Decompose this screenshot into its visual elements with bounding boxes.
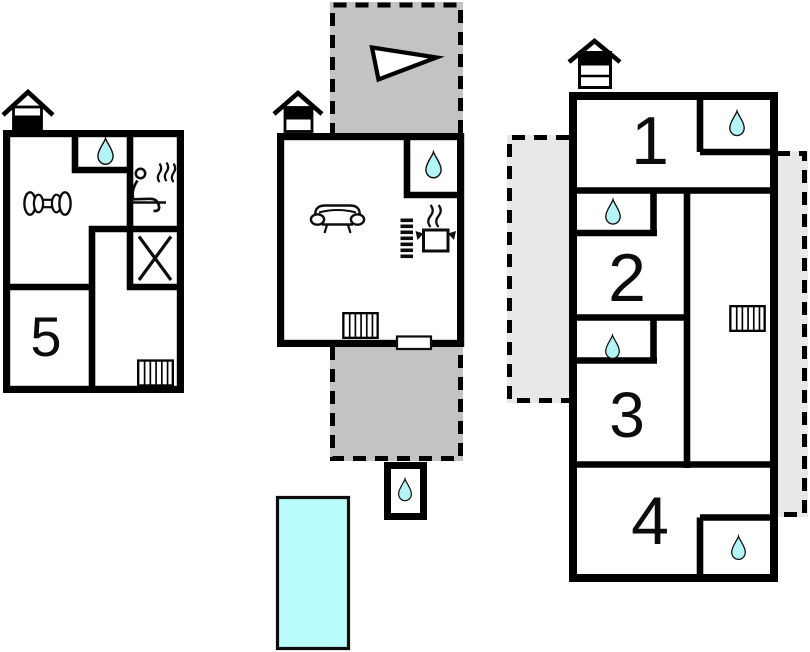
sofa-icon xyxy=(309,204,366,234)
right-building-walls xyxy=(573,96,774,578)
stove-icon xyxy=(415,204,456,253)
north-arrow-icon xyxy=(369,44,445,83)
right-terrace-left xyxy=(507,135,569,403)
cross-icon xyxy=(137,235,173,281)
left-building: 5 xyxy=(2,130,185,394)
left-building-walls xyxy=(7,134,180,389)
room1-label: 1 xyxy=(631,103,669,179)
right-terrace-right xyxy=(777,151,808,517)
room4-label: 4 xyxy=(631,483,669,559)
dumbbell-icon xyxy=(23,191,72,216)
radiator-icon xyxy=(729,305,766,332)
middle-house-level-icon xyxy=(272,89,324,133)
room5-label: 5 xyxy=(30,305,61,368)
pool xyxy=(275,495,351,651)
right-house-level-icon xyxy=(567,38,622,89)
radiator-icon xyxy=(342,312,379,339)
outbuilding-bathroom xyxy=(384,462,427,520)
middle-building xyxy=(277,133,465,351)
room3-label: 3 xyxy=(609,379,645,451)
middle-building-walls xyxy=(403,137,460,199)
room2-label: 2 xyxy=(608,240,646,316)
radiator-icon xyxy=(137,359,174,387)
sauna-icon xyxy=(130,161,177,213)
kitchen-strip-icon xyxy=(400,218,413,259)
right-building: 1 2 3 4 xyxy=(569,92,778,582)
middle-terrace-bottom xyxy=(330,347,463,461)
door xyxy=(395,335,433,351)
